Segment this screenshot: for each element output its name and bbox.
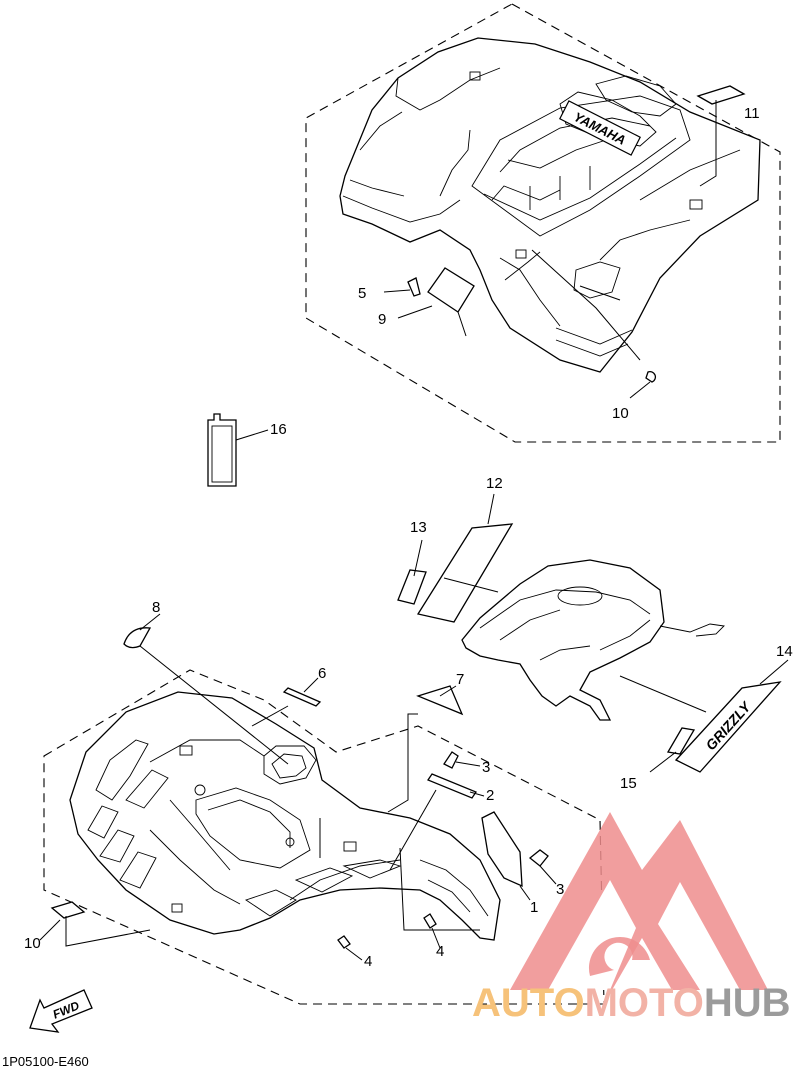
part-13-model-decal: GRIZZLY: [674, 681, 782, 773]
watermark-part3: HUB: [704, 981, 791, 1025]
callout-10: 5: [358, 285, 366, 302]
fwd-arrow-icon: FWD: [29, 989, 93, 1033]
leader-3-lower: [539, 865, 557, 885]
leader-12: [699, 100, 717, 187]
callout-7: 8: [152, 599, 160, 616]
part-15-decal-lower: [666, 727, 696, 755]
callout-11: 10: [612, 405, 629, 422]
rear-group-dashed-outline: [305, 3, 781, 443]
leader-16: [235, 429, 269, 441]
leader-8: [39, 919, 61, 941]
leader-14: [487, 493, 495, 525]
leader-4-right: [431, 927, 441, 949]
leader-2-ref: [389, 789, 437, 871]
leader-rear-decal-2: [579, 285, 621, 301]
leader-13: [759, 659, 789, 685]
part-12-label: [696, 85, 746, 105]
callout-13: 14: [776, 643, 793, 660]
leader-4-left: [345, 947, 363, 961]
callout-4-right: 4: [436, 943, 444, 960]
callout-12: 11: [744, 105, 760, 122]
callout-4-left: 4: [364, 953, 372, 970]
leader-3-upper: [455, 761, 481, 767]
part-10-clip: [407, 277, 421, 297]
leader-7-ref: [139, 645, 289, 765]
front-group-dashed-outline: [43, 669, 605, 1005]
callout-15-top: 13: [410, 519, 427, 536]
callout-1: 1: [530, 899, 538, 916]
leader-5-ref: [251, 705, 289, 727]
callout-15-low: 15: [620, 775, 637, 792]
watermark-logo: [510, 812, 768, 990]
leader-6-ref: [387, 713, 418, 813]
part-1-panel: [481, 811, 523, 888]
part-3-bolt-upper: [443, 751, 459, 769]
leader-5: [303, 677, 319, 693]
part-11-pin: [645, 370, 656, 383]
leader-6: [439, 685, 457, 697]
part-4-clip-right: [423, 913, 437, 929]
leader-9-ref: [457, 311, 467, 337]
callout-6: 7: [456, 671, 464, 688]
part-5-decal: [282, 687, 322, 707]
callout-9: 9: [378, 311, 386, 328]
watermark-part2: MOTO: [585, 981, 704, 1025]
part-7-emblem: [123, 627, 152, 649]
callout-14: 12: [486, 475, 503, 492]
callout-3-lower: 3: [556, 881, 564, 898]
leader-13-ref: [619, 675, 707, 713]
part-3-bolt-lower: [528, 849, 549, 867]
leader-15-low: [649, 751, 677, 773]
watermark-part1: AUTO: [472, 981, 585, 1025]
leader-1: [519, 885, 531, 901]
watermark-text: AUTOMOTOHUB: [472, 981, 791, 1025]
callout-8: 10: [24, 935, 41, 952]
leader-rear-decal: [531, 249, 641, 361]
tank-cover: [461, 559, 725, 721]
part-4-clip-left: [337, 935, 351, 949]
leader-8-ref: [65, 916, 151, 947]
part-14-decal: [416, 523, 514, 623]
part-15-decal-upper: [397, 569, 427, 605]
part-16-warning-label: [207, 413, 237, 487]
leader-11: [629, 381, 651, 399]
diagram-code: 1P05100-E460: [2, 1054, 89, 1068]
leader-10: [383, 289, 411, 293]
callout-5: 6: [318, 665, 326, 682]
leader-14-ref: [443, 577, 499, 593]
part-2-decal: [427, 773, 477, 799]
leader-panel-ref-2: [399, 847, 480, 931]
leader-9: [397, 305, 433, 319]
leader-2: [469, 791, 485, 797]
callout-2: 2: [486, 787, 494, 804]
rear-fender: [339, 37, 761, 373]
leader-7: [139, 613, 161, 631]
part-8-label: [50, 901, 86, 919]
leader-15-top: [413, 539, 423, 577]
callout-3-upper: 3: [482, 759, 490, 776]
part-6-decal: [416, 685, 464, 716]
callout-16: 16: [270, 421, 287, 438]
part-9-plate: [427, 267, 475, 313]
front-fender: [69, 691, 501, 941]
